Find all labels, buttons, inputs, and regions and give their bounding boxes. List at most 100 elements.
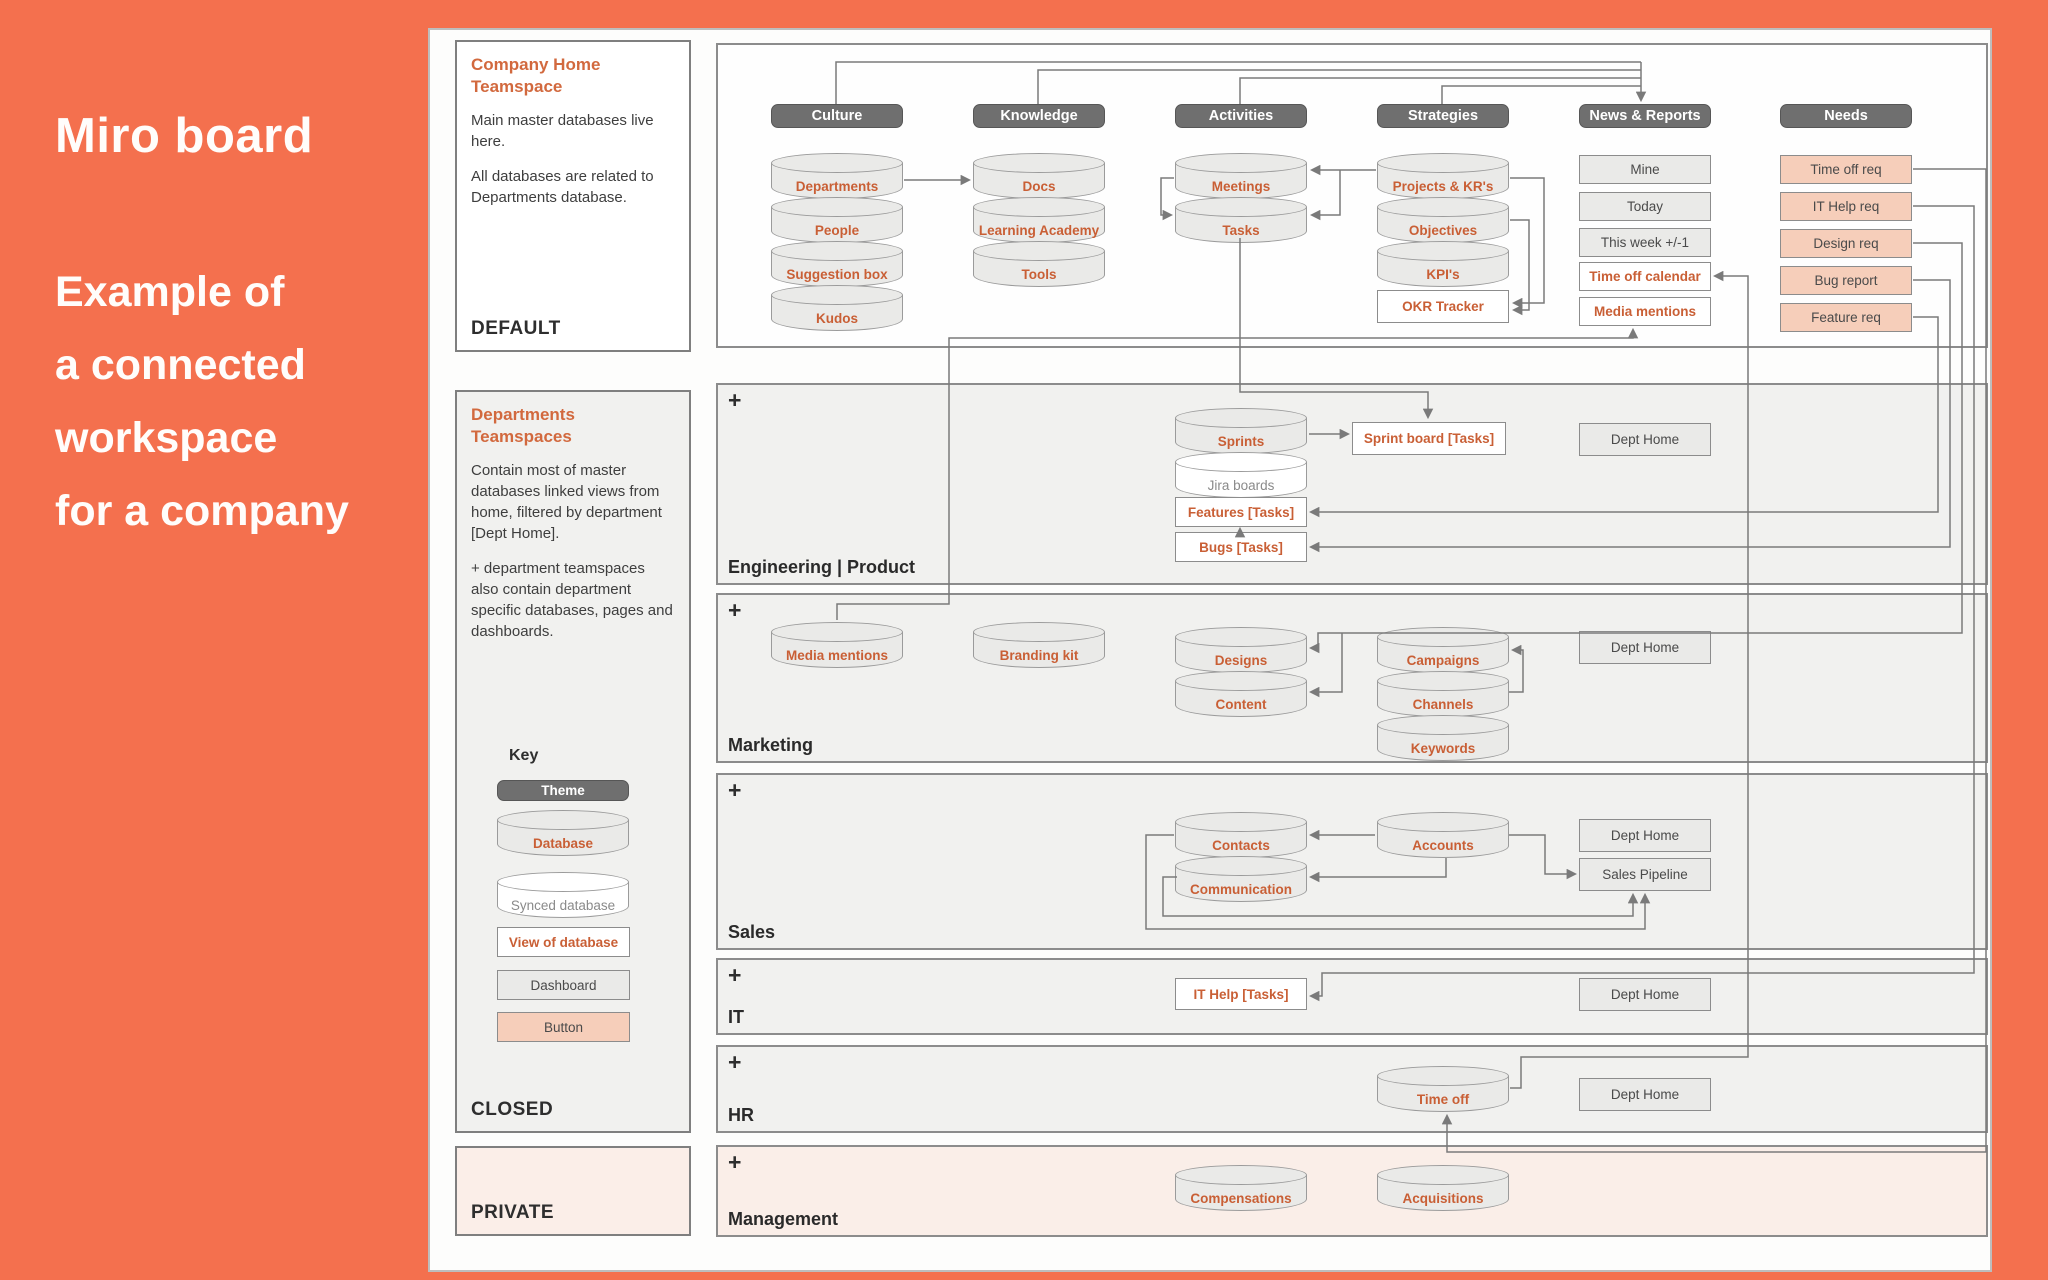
theme-strategies[interactable]: Strategies bbox=[1377, 104, 1509, 128]
cylinder-shape bbox=[771, 153, 903, 173]
db-time-off[interactable]: Time off bbox=[1377, 1066, 1509, 1112]
theme-label: Needs bbox=[1824, 108, 1868, 124]
frame-sales[interactable]: + Sales bbox=[716, 773, 1988, 950]
db-learning-academy[interactable]: Learning Academy bbox=[973, 197, 1105, 243]
theme-news-reports[interactable]: News & Reports bbox=[1579, 104, 1711, 128]
cylinder-shape bbox=[1377, 671, 1509, 691]
db-keywords[interactable]: Keywords bbox=[1377, 715, 1509, 761]
view-media-mentions[interactable]: Media mentions bbox=[1579, 297, 1711, 326]
theme-culture[interactable]: Culture bbox=[771, 104, 903, 128]
key-synced-database-cylinder[interactable]: Synced database bbox=[497, 872, 629, 918]
dashboard-dept-home-engineering[interactable]: Dept Home bbox=[1579, 423, 1711, 456]
cylinder-shape bbox=[1175, 153, 1307, 173]
db-label: Time off bbox=[1416, 1092, 1470, 1107]
db-kpis[interactable]: KPI's bbox=[1377, 241, 1509, 287]
db-acquisitions[interactable]: Acquisitions bbox=[1377, 1165, 1509, 1211]
frame-it[interactable]: + IT bbox=[716, 958, 1988, 1035]
view-this-week[interactable]: This week +/-1 bbox=[1579, 228, 1711, 257]
key-dashboard[interactable]: Dashboard bbox=[497, 970, 630, 1000]
cylinder-shape bbox=[1377, 241, 1509, 261]
frame-marketing[interactable]: + Marketing bbox=[716, 593, 1988, 763]
frame-text: All databases are related to Departments… bbox=[471, 168, 654, 206]
db-label: Campaigns bbox=[1406, 653, 1480, 668]
plus-icon[interactable]: + bbox=[728, 777, 742, 803]
theme-label: Knowledge bbox=[1000, 108, 1078, 124]
frame-title: Company Home Teamspace bbox=[471, 55, 601, 96]
db-docs[interactable]: Docs bbox=[973, 153, 1105, 199]
btn-feature-req[interactable]: Feature req bbox=[1780, 303, 1912, 332]
theme-knowledge[interactable]: Knowledge bbox=[973, 104, 1105, 128]
plus-icon[interactable]: + bbox=[728, 1049, 742, 1075]
view-it-help-tasks[interactable]: IT Help [Tasks] bbox=[1175, 978, 1307, 1010]
view-bugs-tasks[interactable]: Bugs [Tasks] bbox=[1175, 532, 1307, 562]
cylinder-shape bbox=[973, 241, 1105, 261]
dashboard-dept-home-sales[interactable]: Dept Home bbox=[1579, 819, 1711, 852]
db-label: Jira boards bbox=[1207, 478, 1275, 493]
frame-label-private: PRIVATE bbox=[471, 1202, 555, 1223]
db-label: Departments bbox=[795, 179, 879, 194]
view-features-tasks[interactable]: Features [Tasks] bbox=[1175, 497, 1307, 527]
frame-company-home[interactable]: Company Home Teamspace Main master datab… bbox=[455, 40, 691, 352]
btn-bug-report[interactable]: Bug report bbox=[1780, 266, 1912, 295]
cylinder-shape bbox=[771, 285, 903, 305]
frame-engineering[interactable]: + Engineering | Product bbox=[716, 383, 1988, 585]
btn-time-off-req[interactable]: Time off req bbox=[1780, 155, 1912, 184]
dashboard-dept-home-it[interactable]: Dept Home bbox=[1579, 978, 1711, 1011]
db-media-mentions[interactable]: Media mentions bbox=[771, 622, 903, 668]
key-database-label: Database bbox=[532, 836, 594, 851]
key-button[interactable]: Button bbox=[497, 1012, 630, 1042]
frame-hr[interactable]: + HR bbox=[716, 1045, 1988, 1133]
theme-label: Culture bbox=[811, 108, 863, 124]
db-accounts[interactable]: Accounts bbox=[1377, 812, 1509, 858]
dashboard-dept-home-marketing[interactable]: Dept Home bbox=[1579, 631, 1711, 664]
db-label: People bbox=[814, 223, 860, 238]
key-theme-pill[interactable]: Theme bbox=[497, 780, 629, 801]
db-objectives[interactable]: Objectives bbox=[1377, 197, 1509, 243]
db-campaigns[interactable]: Campaigns bbox=[1377, 627, 1509, 673]
dashboard-sales-pipeline[interactable]: Sales Pipeline bbox=[1579, 858, 1711, 891]
btn-design-req[interactable]: Design req bbox=[1780, 229, 1912, 258]
key-view-of-database[interactable]: View of database bbox=[497, 927, 630, 957]
cylinder-shape bbox=[1175, 408, 1307, 428]
db-people[interactable]: People bbox=[771, 197, 903, 243]
cylinder-shape bbox=[1377, 812, 1509, 832]
db-content[interactable]: Content bbox=[1175, 671, 1307, 717]
frame-private[interactable]: PRIVATE bbox=[455, 1146, 691, 1236]
db-compensations[interactable]: Compensations bbox=[1175, 1165, 1307, 1211]
view-today[interactable]: Today bbox=[1579, 192, 1711, 221]
db-contacts[interactable]: Contacts bbox=[1175, 812, 1307, 858]
view-time-off-calendar[interactable]: Time off calendar bbox=[1579, 262, 1711, 291]
key-database-cylinder[interactable]: Database bbox=[497, 810, 629, 856]
view-okr-tracker[interactable]: OKR Tracker bbox=[1377, 290, 1509, 323]
db-communication[interactable]: Communication bbox=[1175, 856, 1307, 902]
frame-management[interactable]: + Management bbox=[716, 1145, 1988, 1237]
cylinder-shape bbox=[1175, 197, 1307, 217]
theme-activities[interactable]: Activities bbox=[1175, 104, 1307, 128]
db-projects-krs[interactable]: Projects & KR's bbox=[1377, 153, 1509, 199]
db-tasks[interactable]: Tasks bbox=[1175, 197, 1307, 243]
db-tools[interactable]: Tools bbox=[973, 241, 1105, 287]
db-channels[interactable]: Channels bbox=[1377, 671, 1509, 717]
db-kudos[interactable]: Kudos bbox=[771, 285, 903, 331]
db-branding-kit[interactable]: Branding kit bbox=[973, 622, 1105, 668]
plus-icon[interactable]: + bbox=[728, 387, 742, 413]
db-jira-boards[interactable]: Jira boards bbox=[1175, 452, 1307, 498]
db-suggestion-box[interactable]: Suggestion box bbox=[771, 241, 903, 287]
db-departments[interactable]: Departments bbox=[771, 153, 903, 199]
caption-title: Miro board bbox=[55, 109, 314, 163]
db-label: Projects & KR's bbox=[1392, 179, 1494, 194]
key-title: Key bbox=[509, 747, 539, 764]
db-label: Objectives bbox=[1408, 223, 1478, 238]
view-mine[interactable]: Mine bbox=[1579, 155, 1711, 184]
db-sprints[interactable]: Sprints bbox=[1175, 408, 1307, 454]
theme-needs[interactable]: Needs bbox=[1780, 104, 1912, 128]
plus-icon[interactable]: + bbox=[728, 597, 742, 623]
dashboard-dept-home-hr[interactable]: Dept Home bbox=[1579, 1078, 1711, 1111]
btn-it-help-req[interactable]: IT Help req bbox=[1780, 192, 1912, 221]
plus-icon[interactable]: + bbox=[728, 962, 742, 988]
db-designs[interactable]: Designs bbox=[1175, 627, 1307, 673]
plus-icon[interactable]: + bbox=[728, 1149, 742, 1175]
db-meetings[interactable]: Meetings bbox=[1175, 153, 1307, 199]
view-sprint-board-tasks[interactable]: Sprint board [Tasks] bbox=[1352, 422, 1506, 455]
frame-departments-teamspaces[interactable]: Departments Teamspaces Contain most of m… bbox=[455, 390, 691, 1133]
